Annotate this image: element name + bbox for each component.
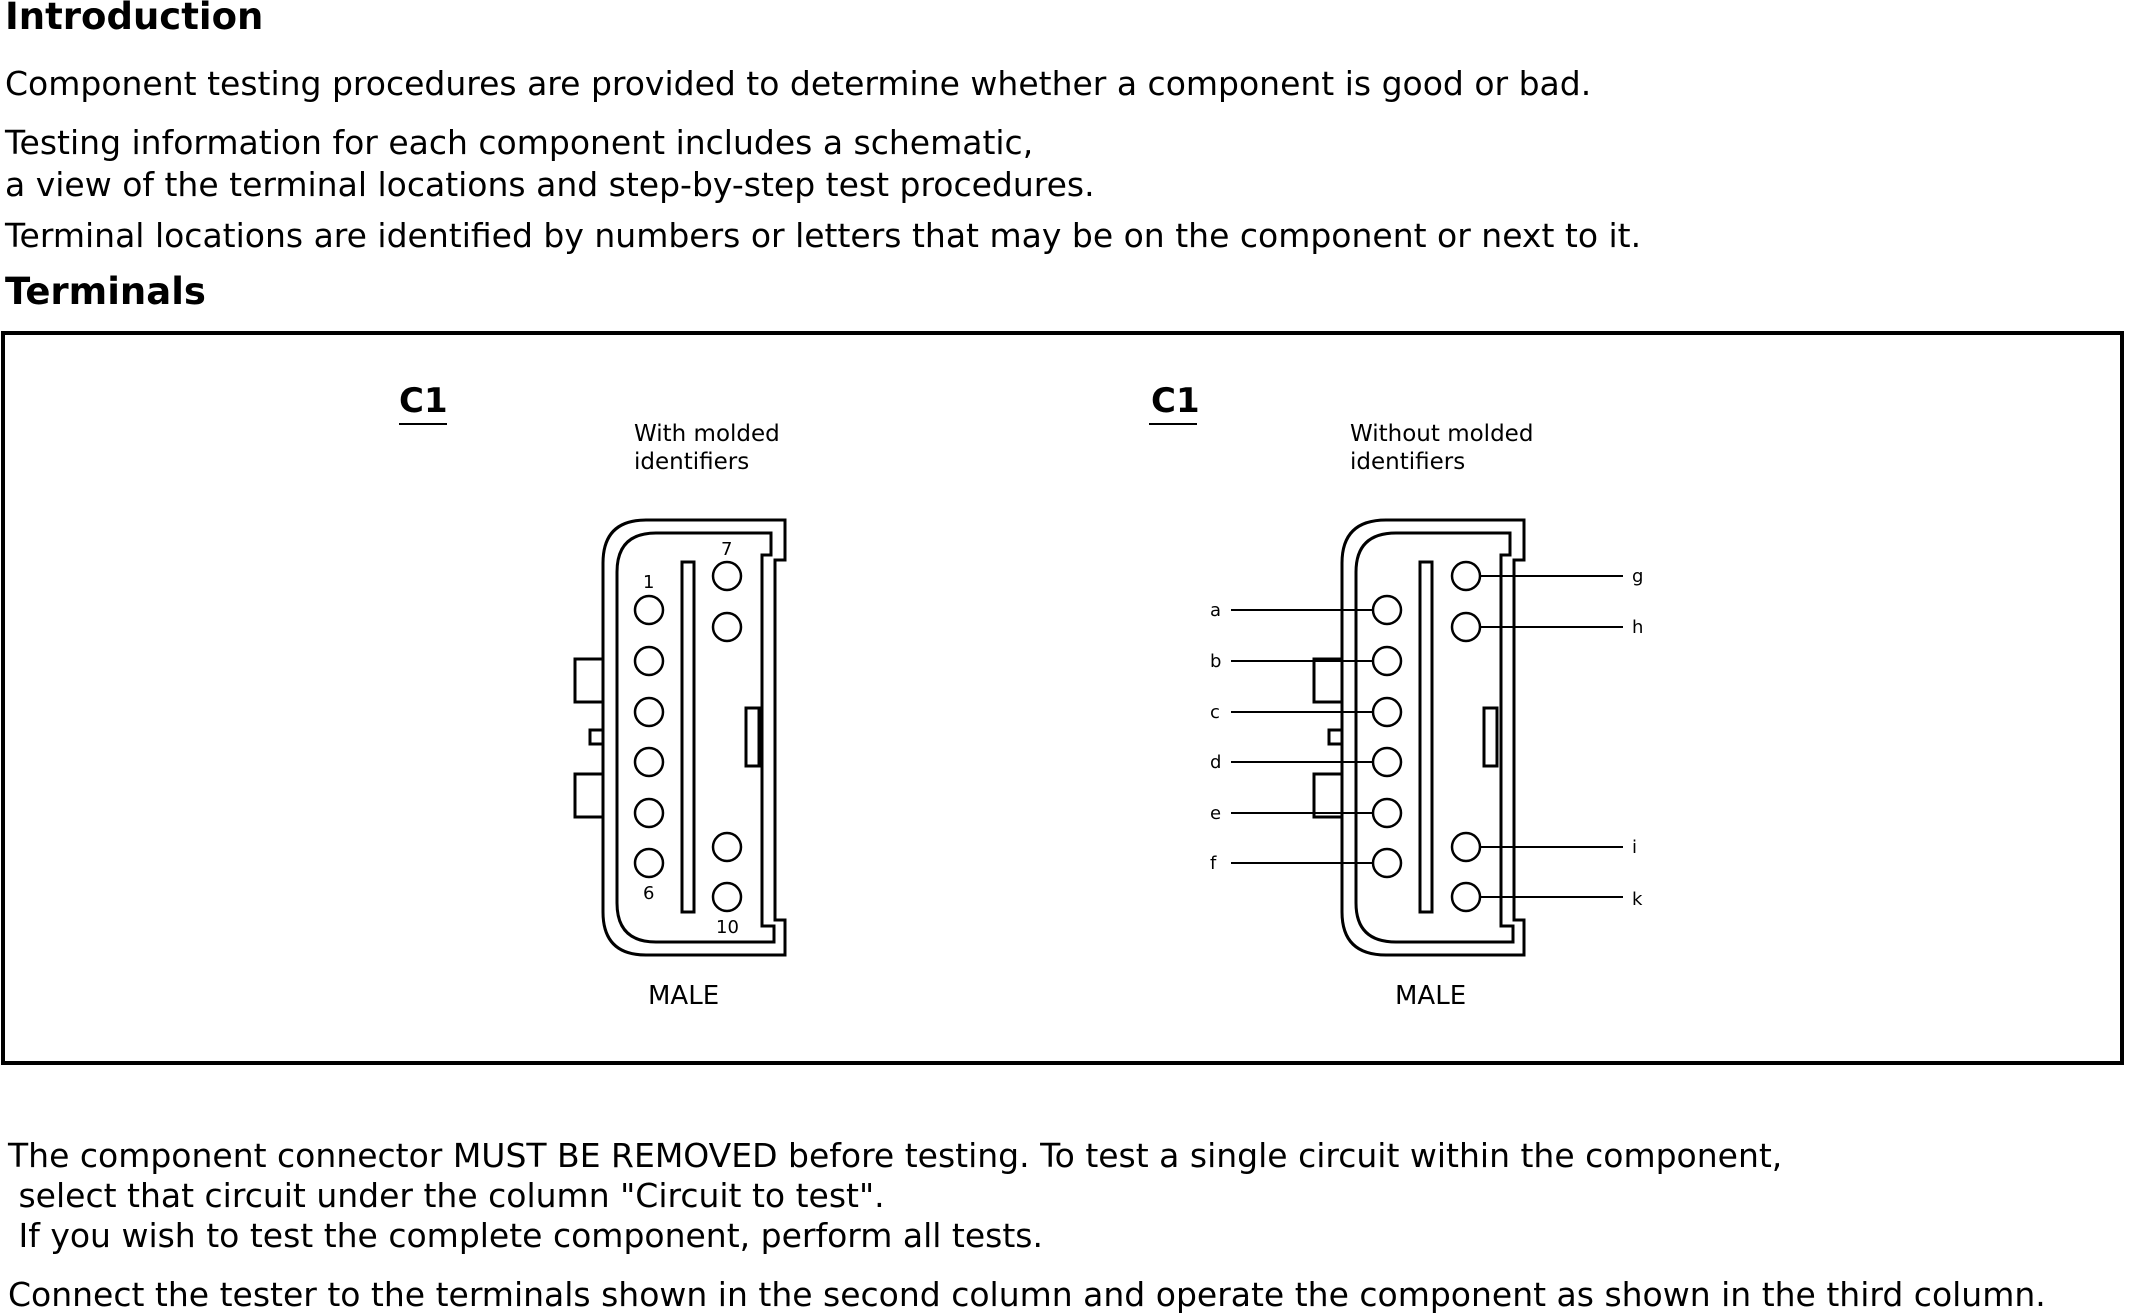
left-pin-9 bbox=[711, 831, 743, 863]
left-pin-10 bbox=[711, 881, 743, 913]
left-pin-7 bbox=[711, 560, 743, 592]
right-pin-k bbox=[1450, 881, 1482, 913]
terminals-diagram: C1 With molded identifiers 1 6 7 bbox=[399, 381, 1643, 1011]
right-pin-i bbox=[1450, 831, 1482, 863]
right-pin-c bbox=[1371, 696, 1403, 728]
left-caption-line-2: identifiers bbox=[634, 449, 749, 475]
right-pin-label-c: c bbox=[1210, 702, 1220, 723]
left-connector-housing bbox=[573, 518, 787, 957]
instructions-paragraph-1-line-1: The component connector MUST BE REMOVED … bbox=[8, 1136, 1783, 1175]
instructions-paragraph-2: Connect the tester to the terminals show… bbox=[8, 1275, 2046, 1314]
left-connector-id: C1 bbox=[399, 381, 448, 421]
left-pin-3 bbox=[633, 696, 665, 728]
right-pin-h bbox=[1450, 611, 1482, 643]
left-pin-5 bbox=[633, 797, 665, 829]
left-pin-2 bbox=[633, 645, 665, 677]
terminals-diagram-frame: C1 With molded identifiers 1 6 7 bbox=[1, 331, 2124, 1065]
intro-paragraph-2-line-1: Testing information for each component i… bbox=[5, 123, 1034, 162]
terminals-heading: Terminals bbox=[5, 270, 206, 313]
right-pin-label-g: g bbox=[1632, 566, 1643, 587]
left-pin-label-7: 7 bbox=[721, 539, 732, 560]
right-pin-g bbox=[1450, 560, 1482, 592]
right-caption-line-1: Without molded bbox=[1350, 421, 1533, 447]
instructions-paragraph-1-line-3: If you wish to test the complete compone… bbox=[8, 1216, 1043, 1255]
right-pin-label-f: f bbox=[1210, 853, 1217, 874]
left-connector: C1 With molded identifiers 1 6 7 bbox=[399, 381, 787, 1011]
right-pin-label-b: b bbox=[1210, 651, 1221, 672]
intro-paragraph-3: Terminal locations are identified by num… bbox=[5, 216, 1642, 255]
right-pin-label-d: d bbox=[1210, 752, 1221, 773]
left-pin-label-6: 6 bbox=[643, 883, 654, 904]
left-connector-gender: MALE bbox=[648, 981, 719, 1011]
right-pin-labels: a b c d e f g h i k bbox=[1210, 566, 1643, 910]
right-pin-a bbox=[1371, 594, 1403, 626]
right-pins bbox=[1371, 560, 1482, 913]
intro-paragraph-1: Component testing procedures are provide… bbox=[5, 64, 1592, 103]
intro-heading: Introduction bbox=[5, 0, 264, 38]
intro-paragraph-2-line-2: a view of the terminal locations and ste… bbox=[5, 165, 1095, 204]
right-pin-d bbox=[1371, 746, 1403, 778]
right-pin-label-a: a bbox=[1210, 600, 1221, 621]
right-pin-label-e: e bbox=[1210, 803, 1221, 824]
right-leader-lines bbox=[1231, 575, 1623, 898]
left-pins bbox=[633, 560, 743, 913]
left-pin-8 bbox=[711, 611, 743, 643]
right-pin-f bbox=[1371, 847, 1403, 879]
right-connector-id: C1 bbox=[1151, 381, 1200, 421]
right-connector-housing bbox=[1312, 518, 1526, 957]
right-pin-label-h: h bbox=[1632, 617, 1643, 638]
left-caption-line-1: With molded bbox=[634, 421, 780, 447]
right-pin-e bbox=[1371, 797, 1403, 829]
right-pin-label-k: k bbox=[1632, 889, 1643, 910]
left-pin-label-10: 10 bbox=[716, 917, 739, 938]
left-pin-4 bbox=[633, 746, 665, 778]
right-connector-gender: MALE bbox=[1395, 981, 1466, 1011]
left-pin-1 bbox=[633, 594, 665, 626]
left-pin-6 bbox=[633, 847, 665, 879]
right-connector: C1 Without molded identifiers bbox=[1149, 381, 1643, 1011]
right-pin-b bbox=[1371, 645, 1403, 677]
right-caption-line-2: identifiers bbox=[1350, 449, 1465, 475]
instructions-paragraph-1-line-2: select that circuit under the column "Ci… bbox=[8, 1176, 885, 1215]
left-pin-label-1: 1 bbox=[643, 572, 654, 593]
right-pin-label-i: i bbox=[1632, 837, 1637, 858]
